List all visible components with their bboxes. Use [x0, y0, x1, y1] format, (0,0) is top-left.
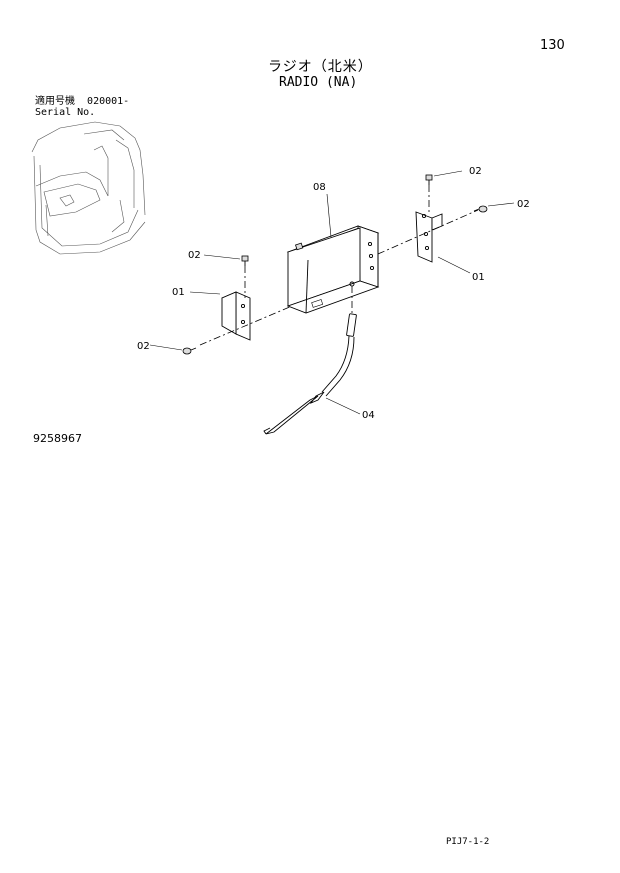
footer-code: PIJ7-1-2	[446, 837, 490, 847]
bracket-left	[221, 291, 251, 341]
document-number: 9258967	[33, 432, 82, 445]
cab-location-sketch	[31, 121, 146, 255]
title-english: RADIO (NA)	[279, 75, 358, 90]
radio-unit	[286, 225, 380, 314]
centerline-left	[199, 305, 293, 346]
callout-02-left-bottom: 02	[137, 341, 150, 352]
leader-lines	[149, 170, 515, 415]
screw-left-bottom	[182, 347, 197, 355]
serial-label-jp: 適用号機	[35, 96, 75, 107]
callout-08: 08	[313, 182, 326, 193]
callout-02-left-top: 02	[188, 250, 201, 261]
title-japanese: ラジオ（北米）	[268, 59, 373, 75]
serial-block: 適用号機 020001- Serial No.	[35, 96, 129, 118]
bracket-right	[415, 211, 443, 263]
callout-02-right: 02	[517, 199, 530, 210]
screw-left-top	[241, 255, 249, 266]
page-number: 130	[540, 38, 565, 53]
serial-value: 020001-	[87, 96, 130, 107]
callout-01-right: 01	[472, 272, 485, 283]
callout-01-left: 01	[172, 287, 185, 298]
callout-02-top-right: 02	[469, 166, 482, 177]
centerline-right	[377, 209, 479, 255]
antenna-assembly	[263, 313, 357, 435]
callout-04: 04	[362, 410, 375, 421]
screw-top-right	[425, 174, 433, 185]
screw-right	[473, 205, 488, 213]
serial-label-en: Serial No.	[35, 107, 96, 118]
